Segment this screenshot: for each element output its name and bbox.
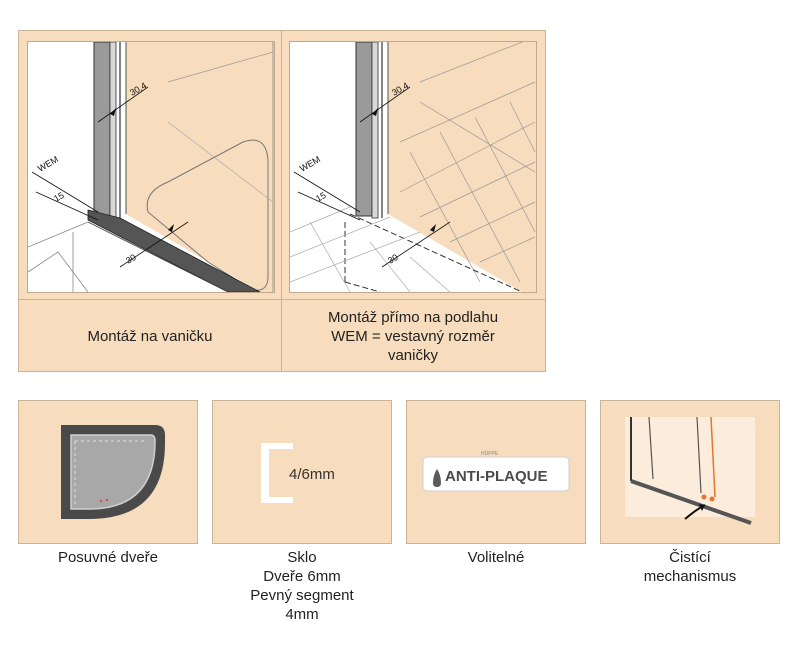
wem-dimension-line <box>293 171 361 213</box>
recess-dashed-line <box>349 213 523 292</box>
tray-mount-drawing: WEM 15 30,4 30 <box>27 41 275 293</box>
floor-line <box>28 221 89 248</box>
glass-panel-edge <box>371 42 379 219</box>
tile-grid <box>399 42 536 283</box>
brand-small-text: HÜPPE <box>481 450 499 457</box>
glass-label: Sklo Dveře 6mm Pevný segment 4mm <box>212 548 392 624</box>
dim-30-label: 30 <box>124 252 138 266</box>
dim-15-line <box>35 191 99 221</box>
dim-30-line <box>381 221 451 268</box>
water-drop-icon <box>433 469 441 487</box>
dim-15-label: 15 <box>314 190 328 204</box>
tray-mount-svg: WEM 15 30,4 30 <box>28 42 274 292</box>
brand-text: ANTI-PLAQUE <box>445 468 548 485</box>
tray-mount-caption: Montáž na vaničku <box>19 301 281 371</box>
label-line: Pevný segment <box>250 587 354 604</box>
tray-interior-fill <box>126 42 274 292</box>
label-line: Posuvné dveře <box>57 549 159 566</box>
dim-30-4-line <box>97 86 149 123</box>
label-line: mechanismus <box>643 568 737 585</box>
tray-edge-lower <box>87 221 229 292</box>
installation-diagram-panel: WEM 15 30,4 30 <box>18 30 546 372</box>
caption-line: Montáž na vaničku <box>87 327 213 345</box>
label-line: Volitelné <box>467 549 525 566</box>
sliding-door-label: Posuvné dveře <box>18 548 198 567</box>
glass-thickness-text: 4/6mm <box>289 466 335 483</box>
floor-line <box>28 251 59 273</box>
floor-interior-fill <box>388 42 536 292</box>
caption-line: vaničky <box>387 346 438 364</box>
floor-tile-grid <box>290 206 451 292</box>
panel-divider-horizontal <box>19 299 545 300</box>
glass-panel-edge <box>109 42 117 219</box>
label-line: 4mm <box>285 606 319 623</box>
recess-dashed-line <box>344 281 381 292</box>
cleaning-mechanism-label: Čistící mechanismus <box>600 548 780 586</box>
anti-plaque-tile: HÜPPE ANTI-PLAQUE <box>406 400 586 544</box>
anti-plaque-logo: HÜPPE ANTI-PLAQUE <box>422 450 570 492</box>
arrow-head <box>372 108 378 116</box>
arrow-head <box>168 224 174 232</box>
arrow-head <box>110 108 116 116</box>
dim-30-label: 30 <box>386 252 400 266</box>
wem-label: WEM <box>298 154 322 174</box>
wem-label: WEM <box>36 154 60 174</box>
dim-15-label: 15 <box>52 190 66 204</box>
tray-edge <box>87 209 261 292</box>
wem-dimension-line <box>31 171 99 213</box>
floor-mount-drawing: WEM 15 30,4 30 <box>289 41 537 293</box>
label-line: Sklo <box>287 549 317 566</box>
floor-mount-caption: Montáž přímo na podlahu WEM = vestavný r… <box>282 301 544 371</box>
caption-line: Montáž přímo na podlahu <box>327 308 499 326</box>
arrow-head <box>430 224 436 232</box>
glass-profile-icon: 4/6mm <box>261 443 349 503</box>
optional-label: Volitelné <box>406 548 586 567</box>
label-line: Dveře 6mm <box>263 568 341 585</box>
dim-30-line <box>119 221 189 268</box>
wall-profile <box>355 42 373 217</box>
dim-30-4-line <box>359 86 411 123</box>
wall-line <box>167 121 274 203</box>
cleaning-mechanism-tile <box>600 400 780 544</box>
caption-line: WEM = vestavný rozměr <box>331 327 495 345</box>
dim-15-line <box>297 191 361 221</box>
panel-divider-vertical <box>281 31 282 371</box>
wall-profile <box>93 42 111 217</box>
wall-line <box>167 51 274 83</box>
glass-tile: 4/6mm <box>212 400 392 544</box>
sliding-door-tile <box>18 400 198 544</box>
cleaning-mechanism-icon <box>625 416 755 525</box>
tray-recess-outline <box>146 139 269 291</box>
label-line: Čistící <box>669 549 711 566</box>
floor-mount-svg: WEM 15 30,4 30 <box>290 42 536 292</box>
quarter-round-enclosure-icon <box>61 425 165 519</box>
